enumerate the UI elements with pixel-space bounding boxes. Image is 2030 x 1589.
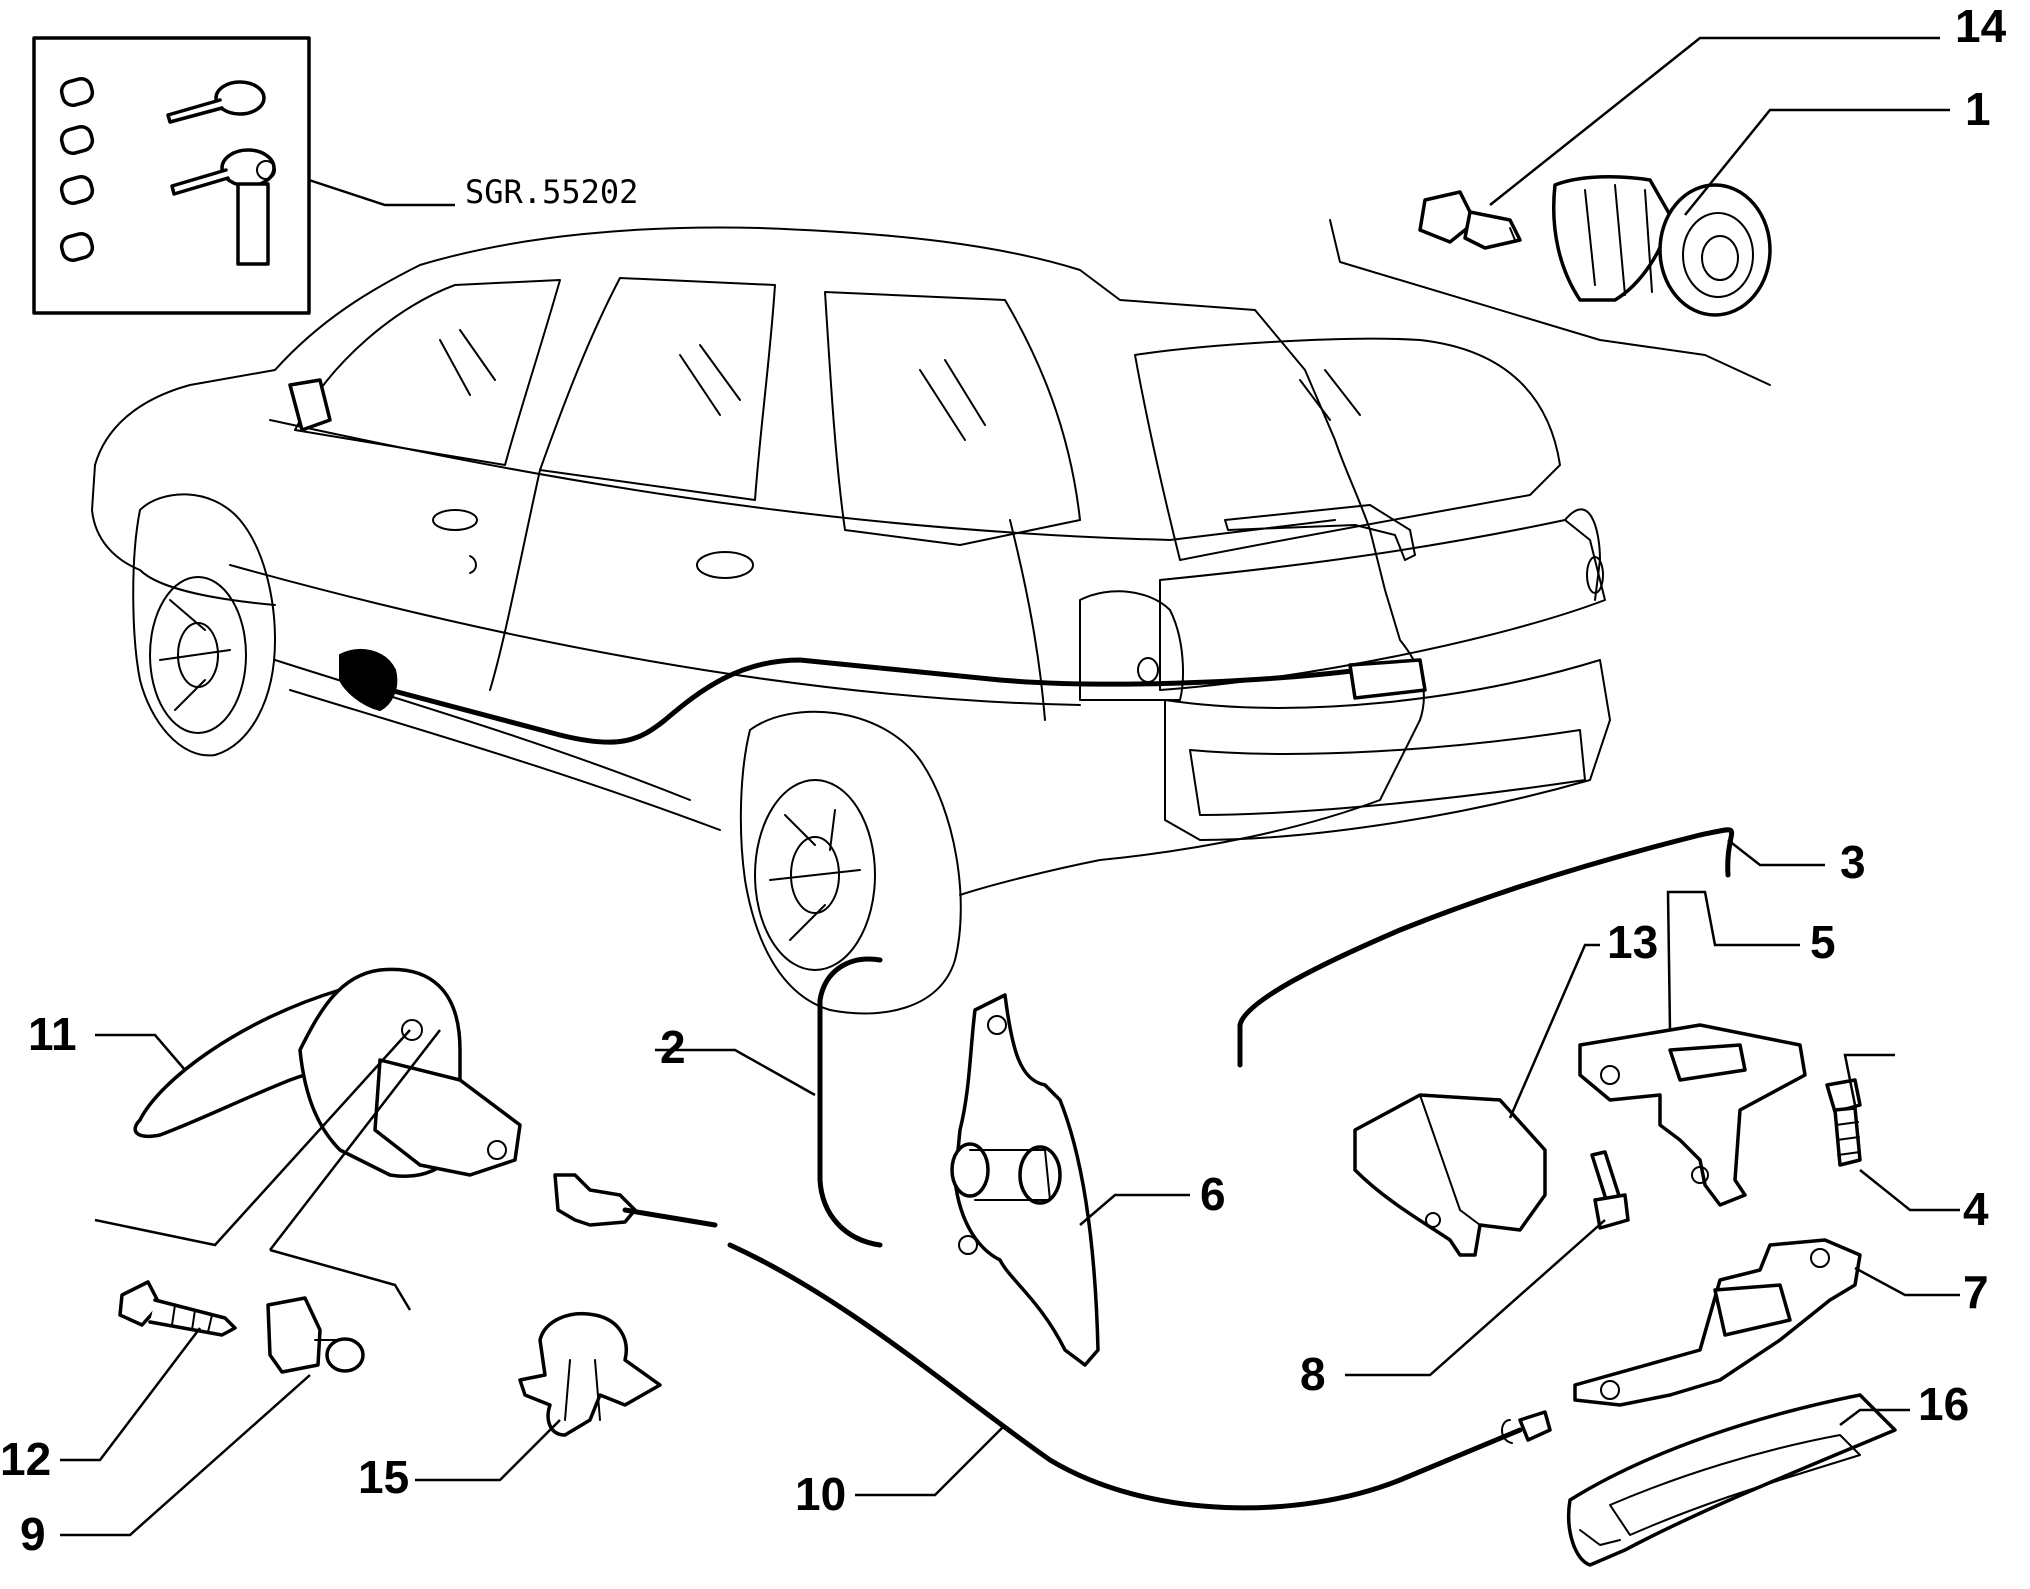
part-16-tray [1567,1393,1897,1567]
callout-4: 4 [1963,1183,1989,1235]
callout-6: 6 [1200,1168,1226,1220]
callout-10: 10 [795,1468,846,1520]
part-8-screw [1590,1150,1630,1230]
callout-5: 5 [1810,916,1836,968]
part-12-screw [118,1280,237,1337]
callout-14: 14 [1955,0,2007,52]
part-14-screw [1418,190,1522,250]
key-kit-box [32,36,311,315]
kit-part-number: SGR.55202 [465,173,638,211]
callout-2: 2 [660,1021,686,1073]
callout-9: 9 [20,1508,46,1560]
part-4-bolt [1825,1078,1862,1167]
callout-15: 15 [358,1451,409,1503]
fuel-release-handle-icon [339,649,398,712]
callout-11: 11 [28,1008,77,1060]
part-15-clip [518,1312,662,1437]
part-6-bracket [950,993,1100,1367]
callout-16: 16 [1918,1378,1969,1430]
part-13-cover [1353,1093,1547,1257]
callout-1: 1 [1965,83,1991,135]
key-icon [166,80,276,266]
part-11-fuel-flap [133,967,522,1178]
leader-lines [60,36,1960,1537]
car-outline [91,226,1611,1015]
part-10-cable [553,1173,1552,1511]
part-9-actuator [266,1296,365,1374]
part-2-rod [817,956,883,1248]
part-5-hinge-bracket [1578,1023,1807,1207]
part-1-lock-cylinder [1551,174,1772,317]
callout-3: 3 [1840,836,1866,888]
part-3-rod [1237,827,1735,1068]
callout-numbers: 1 2 3 4 5 6 7 8 9 10 11 12 13 14 15 16 [0,0,2007,1560]
callout-12: 12 [0,1433,51,1485]
callout-8: 8 [1300,1348,1326,1400]
callout-13: 13 [1607,916,1658,968]
callout-7: 7 [1963,1266,1989,1318]
part-7-latch-plate [1573,1238,1862,1407]
lock-cylinder-icon [59,77,95,262]
